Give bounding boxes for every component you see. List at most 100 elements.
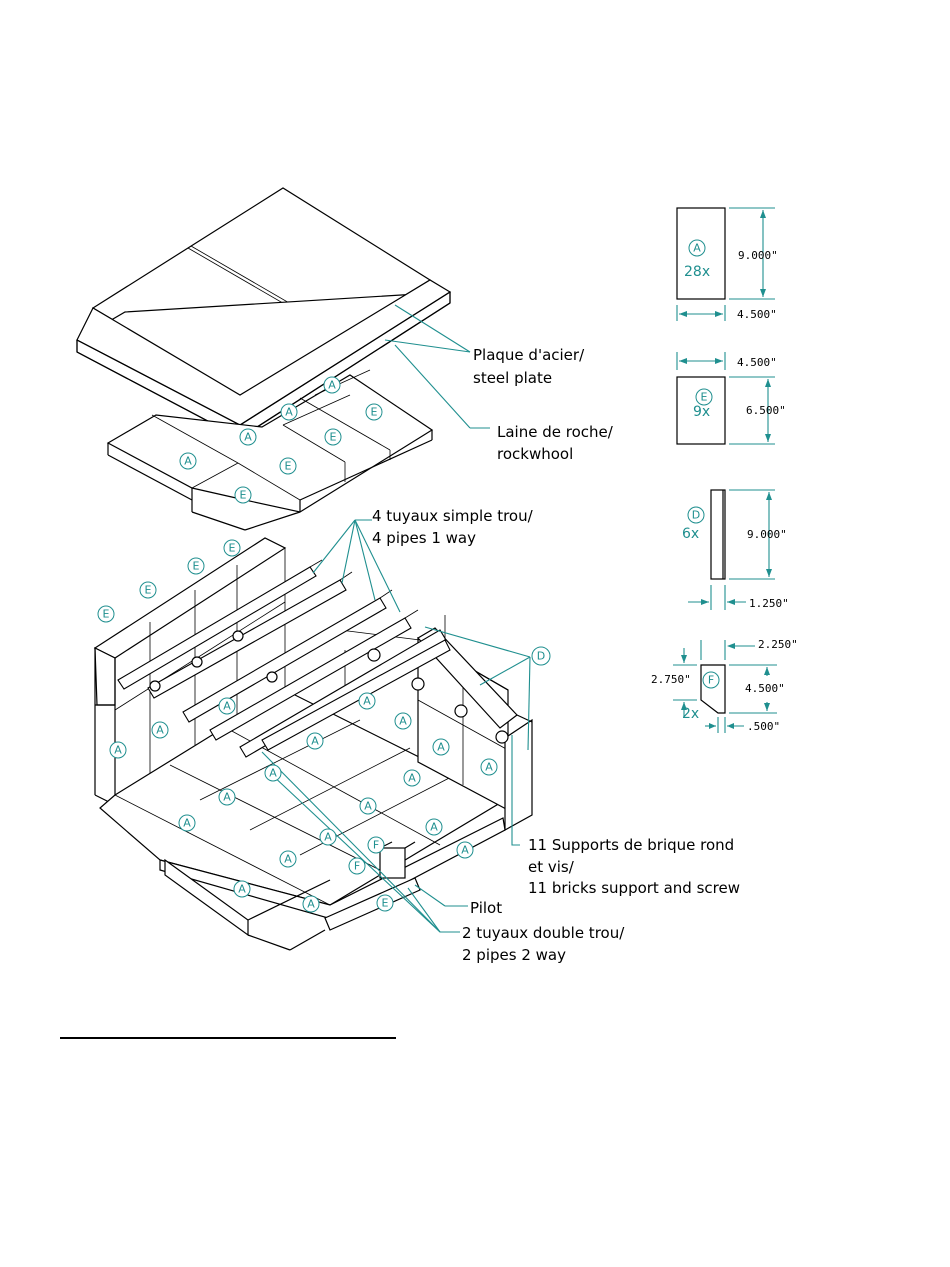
label-pilot: Pilot xyxy=(470,899,502,917)
svg-text:A: A xyxy=(156,724,164,737)
svg-text:D: D xyxy=(537,650,545,663)
svg-text:E: E xyxy=(240,489,247,502)
legend-d-height: 9.000" xyxy=(747,528,787,541)
brick-label-a: A xyxy=(178,814,196,832)
brick-label-e: E xyxy=(324,428,342,446)
svg-text:A: A xyxy=(269,767,277,780)
callout-labels: Plaque d'acier/ steel plate Laine de roc… xyxy=(372,346,740,964)
svg-text:A: A xyxy=(183,817,191,830)
brick-label-e: E xyxy=(234,486,252,504)
legend-a-width: 4.500" xyxy=(737,308,777,321)
legend-a-count: 28x xyxy=(684,264,710,280)
legend-a-height: 9.000" xyxy=(738,249,778,262)
brick-label-e: E xyxy=(279,457,297,475)
label-rockwool-en: rockwhool xyxy=(497,445,573,463)
brick-label-e: E xyxy=(223,539,241,557)
brick-label-a: A xyxy=(394,712,412,730)
svg-text:A: A xyxy=(284,853,292,866)
legend-brick-f: F 2x 2.250" 2.750" 4.500" .500" xyxy=(651,638,798,733)
brick-label-a: A xyxy=(358,692,376,710)
brick-label-f: F xyxy=(367,836,385,854)
legend-d-count: 6x xyxy=(682,526,699,542)
svg-text:A: A xyxy=(244,431,252,444)
brick-label-a: A xyxy=(456,841,474,859)
legend-f-height: 4.500" xyxy=(745,682,785,695)
svg-text:A: A xyxy=(430,821,438,834)
brick-label-a: A xyxy=(179,452,197,470)
brick-label-a: A xyxy=(323,376,341,394)
top-brick-layer xyxy=(106,369,434,531)
brick-label-a: A xyxy=(280,403,298,421)
svg-text:F: F xyxy=(373,839,379,852)
label-supports-line2: et vis/ xyxy=(528,858,575,876)
legend-d-thickness: 1.250" xyxy=(749,597,789,610)
label-supports-line1: 11 Supports de brique rond xyxy=(528,836,734,854)
label-supports-line3: 11 bricks support and screw xyxy=(528,879,740,897)
pipes xyxy=(117,559,509,758)
svg-text:A: A xyxy=(408,772,416,785)
rockwool-layer xyxy=(76,279,452,439)
brick-label-a: A xyxy=(403,769,421,787)
svg-text:A: A xyxy=(437,741,445,754)
label-pipes-single-en: 4 pipes 1 way xyxy=(372,529,476,547)
svg-text:E: E xyxy=(193,560,200,573)
svg-text:D: D xyxy=(692,509,700,522)
brick-label-a: A xyxy=(279,850,297,868)
legend-brick-a: A 28x 9.000" 4.500" xyxy=(676,207,778,321)
svg-text:E: E xyxy=(229,542,236,555)
svg-text:E: E xyxy=(701,391,708,404)
svg-text:E: E xyxy=(145,584,152,597)
brick-label-e: E xyxy=(139,581,157,599)
svg-text:F: F xyxy=(354,860,360,873)
brick-label-e: E xyxy=(187,557,205,575)
svg-text:A: A xyxy=(238,883,246,896)
svg-text:A: A xyxy=(328,379,336,392)
label-steel-plate-fr: Plaque d'acier/ xyxy=(473,346,585,364)
brick-label-a: A xyxy=(151,721,169,739)
svg-text:A: A xyxy=(364,800,372,813)
brick-labels: A A E A E A E E E E E E A A A A A A A A … xyxy=(97,376,551,913)
brick-label-a: A xyxy=(306,732,324,750)
svg-text:E: E xyxy=(330,431,337,444)
brick-label-a: A xyxy=(480,758,498,776)
svg-text:A: A xyxy=(285,406,293,419)
svg-text:A: A xyxy=(324,831,332,844)
svg-text:A: A xyxy=(485,761,493,774)
legend-f-left: 2.750" xyxy=(651,673,691,686)
svg-text:A: A xyxy=(363,695,371,708)
label-steel-plate-en: steel plate xyxy=(473,369,552,387)
brick-label-a: A xyxy=(359,797,377,815)
brick-label-a: A xyxy=(264,764,282,782)
svg-text:A: A xyxy=(223,700,231,713)
brick-label-f: F xyxy=(348,857,366,875)
svg-text:A: A xyxy=(461,844,469,857)
brick-label-e: E xyxy=(376,894,394,912)
label-pipes-double-fr: 2 tuyaux double trou/ xyxy=(462,924,625,942)
svg-text:A: A xyxy=(399,715,407,728)
legend-brick-d: D 6x 9.000" 1.250" xyxy=(682,489,789,610)
brick-label-a: A xyxy=(432,738,450,756)
svg-text:A: A xyxy=(223,791,231,804)
leader-lines xyxy=(261,304,531,933)
label-pipes-double-en: 2 pipes 2 way xyxy=(462,946,566,964)
brick-label-a: A xyxy=(218,697,236,715)
svg-text:E: E xyxy=(382,897,389,910)
legend-f-bottom: .500" xyxy=(747,720,780,733)
svg-text:A: A xyxy=(693,242,701,255)
brick-label-a: A xyxy=(319,828,337,846)
legend-e-height: 6.500" xyxy=(746,404,786,417)
svg-text:F: F xyxy=(708,674,714,687)
svg-text:E: E xyxy=(103,608,110,621)
brick-label-a: A xyxy=(239,428,257,446)
svg-text:A: A xyxy=(311,735,319,748)
legend-e-count: 9x xyxy=(693,404,710,420)
brick-label-e: E xyxy=(365,403,383,421)
svg-text:A: A xyxy=(307,898,315,911)
brick-label-a: A xyxy=(109,741,127,759)
label-rockwool-fr: Laine de roche/ xyxy=(497,423,614,441)
svg-text:E: E xyxy=(371,406,378,419)
label-pipes-single-fr: 4 tuyaux simple trou/ xyxy=(372,507,534,525)
brick-label-e: E xyxy=(97,605,115,623)
brick-label-a: A xyxy=(233,880,251,898)
